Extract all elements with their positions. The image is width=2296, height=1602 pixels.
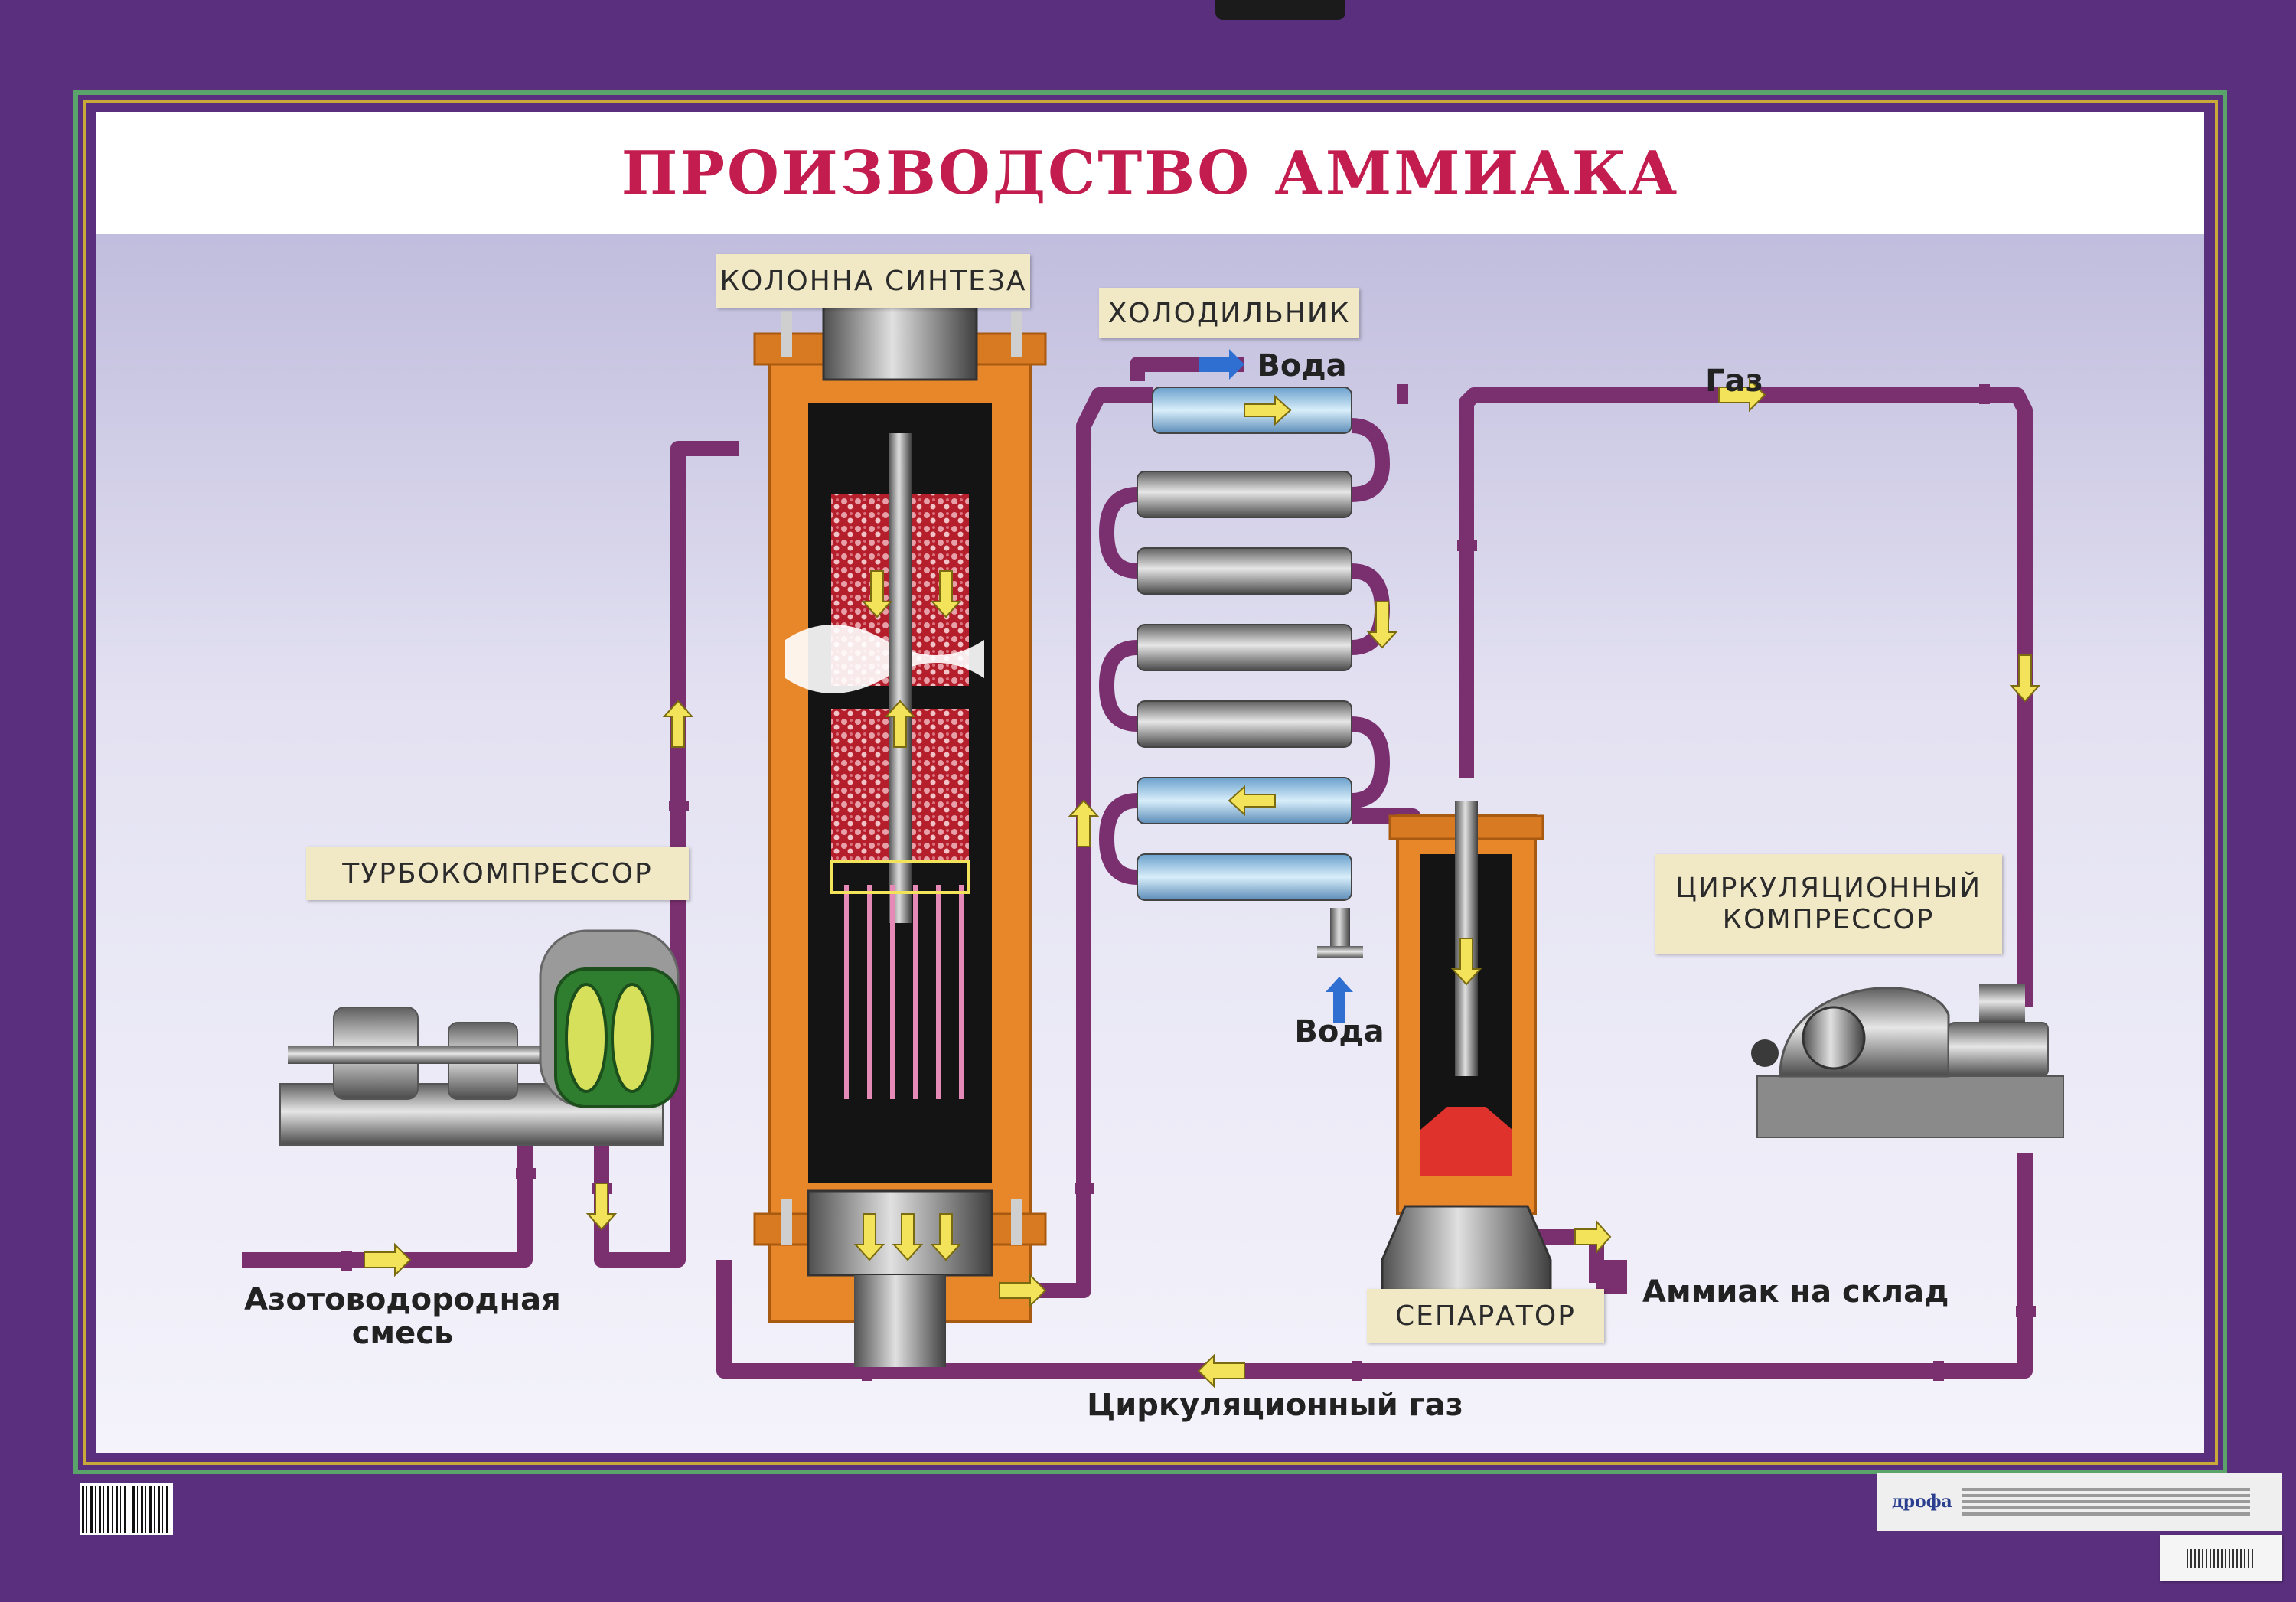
label-nitrogen-hydrogen-mixture: Азотоводородная смесь bbox=[227, 1283, 579, 1350]
column-grid bbox=[830, 860, 970, 894]
circulation-compressor-inlet bbox=[1802, 1006, 1866, 1070]
arrow-cooler-tube-6 bbox=[1228, 785, 1276, 817]
arrow-separator-down bbox=[1450, 938, 1482, 986]
pipe-circulation-return bbox=[716, 1153, 2033, 1379]
column-bolts bbox=[781, 311, 1022, 1245]
label-circulation-compressor: ЦИРКУЛЯЦИОННЫЙ КОМПРЕССОР bbox=[1655, 854, 2002, 954]
label-turbocompressor: ТУРБОКОМПРЕССОР bbox=[306, 847, 689, 900]
circulation-compressor-base bbox=[1756, 1075, 2064, 1138]
arrow-column-internal-3 bbox=[884, 700, 916, 748]
label-separator: СЕПАРАТОР bbox=[1367, 1289, 1604, 1343]
cooler-water-inlet-cap bbox=[1317, 946, 1363, 958]
circulation-compressor-coupling bbox=[1979, 984, 2025, 1023]
arrow-cooler-side bbox=[1366, 601, 1398, 649]
label-circulation-gas: Циркуляционный газ bbox=[1087, 1388, 1463, 1423]
synthesis-column bbox=[753, 265, 1047, 1367]
label-cooler-text: ХОЛОДИЛЬНИК bbox=[1107, 297, 1351, 329]
label-synthesis-column-text: КОЛОННА СИНТЕЗА bbox=[719, 265, 1027, 297]
arrow-circulation-left bbox=[1197, 1353, 1245, 1388]
column-bottom-cap bbox=[807, 1189, 993, 1277]
cooler bbox=[1098, 387, 1391, 958]
hanging-clip bbox=[1215, 0, 1345, 20]
label-synthesis-column: КОЛОННА СИНТЕЗА bbox=[716, 254, 1030, 308]
publisher-fine-print bbox=[1961, 1488, 2282, 1516]
label-water-out: Вода bbox=[1257, 348, 1347, 383]
arrow-column-bottom-3 bbox=[930, 1213, 962, 1261]
arrow-cooler-up bbox=[1068, 799, 1100, 847]
cooler-tube-7 bbox=[1137, 853, 1352, 901]
turbocompressor-impeller-1 bbox=[565, 983, 608, 1093]
label-circulation-compressor-line2: КОМПРЕССОР bbox=[1722, 904, 1935, 935]
water-arrows bbox=[1199, 349, 1353, 1023]
column-center-tube bbox=[889, 433, 912, 923]
publisher-info: дрофа bbox=[1877, 1473, 2282, 1531]
poster-frame-inner bbox=[83, 100, 2218, 1465]
poster-frame-outer bbox=[73, 90, 2227, 1474]
arrow-cooler-tube-1 bbox=[1244, 394, 1292, 426]
arrow-turbocompressor-down bbox=[585, 1183, 618, 1231]
label-cooler: ХОЛОДИЛЬНИК bbox=[1099, 288, 1359, 338]
label-circulation-compressor-line1: ЦИРКУЛЯЦИОННЫЙ bbox=[1675, 873, 1982, 904]
circulation-compressor-port bbox=[1751, 1039, 1779, 1067]
arrow-ammonia-out bbox=[1574, 1219, 1612, 1255]
cooler-tube-5 bbox=[1137, 700, 1352, 748]
label-separator-text: СЕПАРАТОР bbox=[1395, 1300, 1576, 1332]
pipe-flanges bbox=[341, 384, 2036, 1381]
cooler-tube-2 bbox=[1137, 471, 1352, 518]
page-title: ПРОИЗВОДСТВО АММИАКА bbox=[621, 138, 1680, 208]
arrow-feed bbox=[364, 1242, 412, 1277]
arrow-column-up bbox=[662, 700, 694, 748]
circulation-compressor-motor bbox=[1948, 1022, 2049, 1077]
label-nitrogen-hydrogen-line2: смесь bbox=[351, 1316, 454, 1351]
arrow-gas-down bbox=[2009, 654, 2041, 703]
turbocompressor-impeller-2 bbox=[611, 983, 654, 1093]
separator-ammonia-valve bbox=[1596, 1260, 1627, 1294]
arrow-column-bottom-2 bbox=[892, 1213, 924, 1261]
ammonia-process-diagram bbox=[242, 265, 2064, 1388]
publisher-logo: дрофа bbox=[1892, 1492, 1952, 1512]
arrow-water-out bbox=[1199, 349, 1244, 380]
cooler-tube-4 bbox=[1137, 624, 1352, 671]
arrow-column-internal-2 bbox=[930, 570, 962, 618]
title-bar: ПРОИЗВОДСТВО АММИАКА bbox=[96, 112, 2204, 234]
label-nitrogen-hydrogen-line1: Азотоводородная bbox=[244, 1282, 561, 1317]
flow-arrows bbox=[364, 377, 2041, 1388]
heat-exchanger-tubes bbox=[844, 885, 964, 1099]
arrow-column-bottom-1 bbox=[853, 1213, 885, 1261]
label-ammonia-to-storage: Аммиак на склад bbox=[1642, 1274, 1949, 1310]
column-bottom-nozzle bbox=[854, 1275, 946, 1367]
separator-liquid-ammonia bbox=[1420, 1107, 1512, 1176]
label-gas: Газ bbox=[1705, 364, 1763, 399]
arrow-column-internal-1 bbox=[861, 570, 893, 618]
circulation-compressor bbox=[1751, 984, 2064, 1138]
arrow-water-in bbox=[1326, 977, 1353, 1023]
label-turbocompressor-text: ТУРБОКОМПРЕССОР bbox=[342, 857, 653, 889]
turbocompressor bbox=[279, 929, 680, 1146]
price-sticker bbox=[2160, 1535, 2282, 1581]
arrow-column-out bbox=[999, 1273, 1047, 1308]
pipe-feed-inlet bbox=[242, 1137, 533, 1268]
column-break-mark bbox=[785, 625, 984, 693]
poster: ПРОИЗВОДСТВО АММИАКА bbox=[96, 112, 2204, 1453]
arrow-gas-right bbox=[1718, 377, 1766, 413]
cooler-tube-3 bbox=[1137, 547, 1352, 595]
sticker-barcode bbox=[2187, 1549, 2255, 1568]
label-water-in: Вода bbox=[1294, 1014, 1384, 1049]
barcode bbox=[80, 1483, 173, 1535]
